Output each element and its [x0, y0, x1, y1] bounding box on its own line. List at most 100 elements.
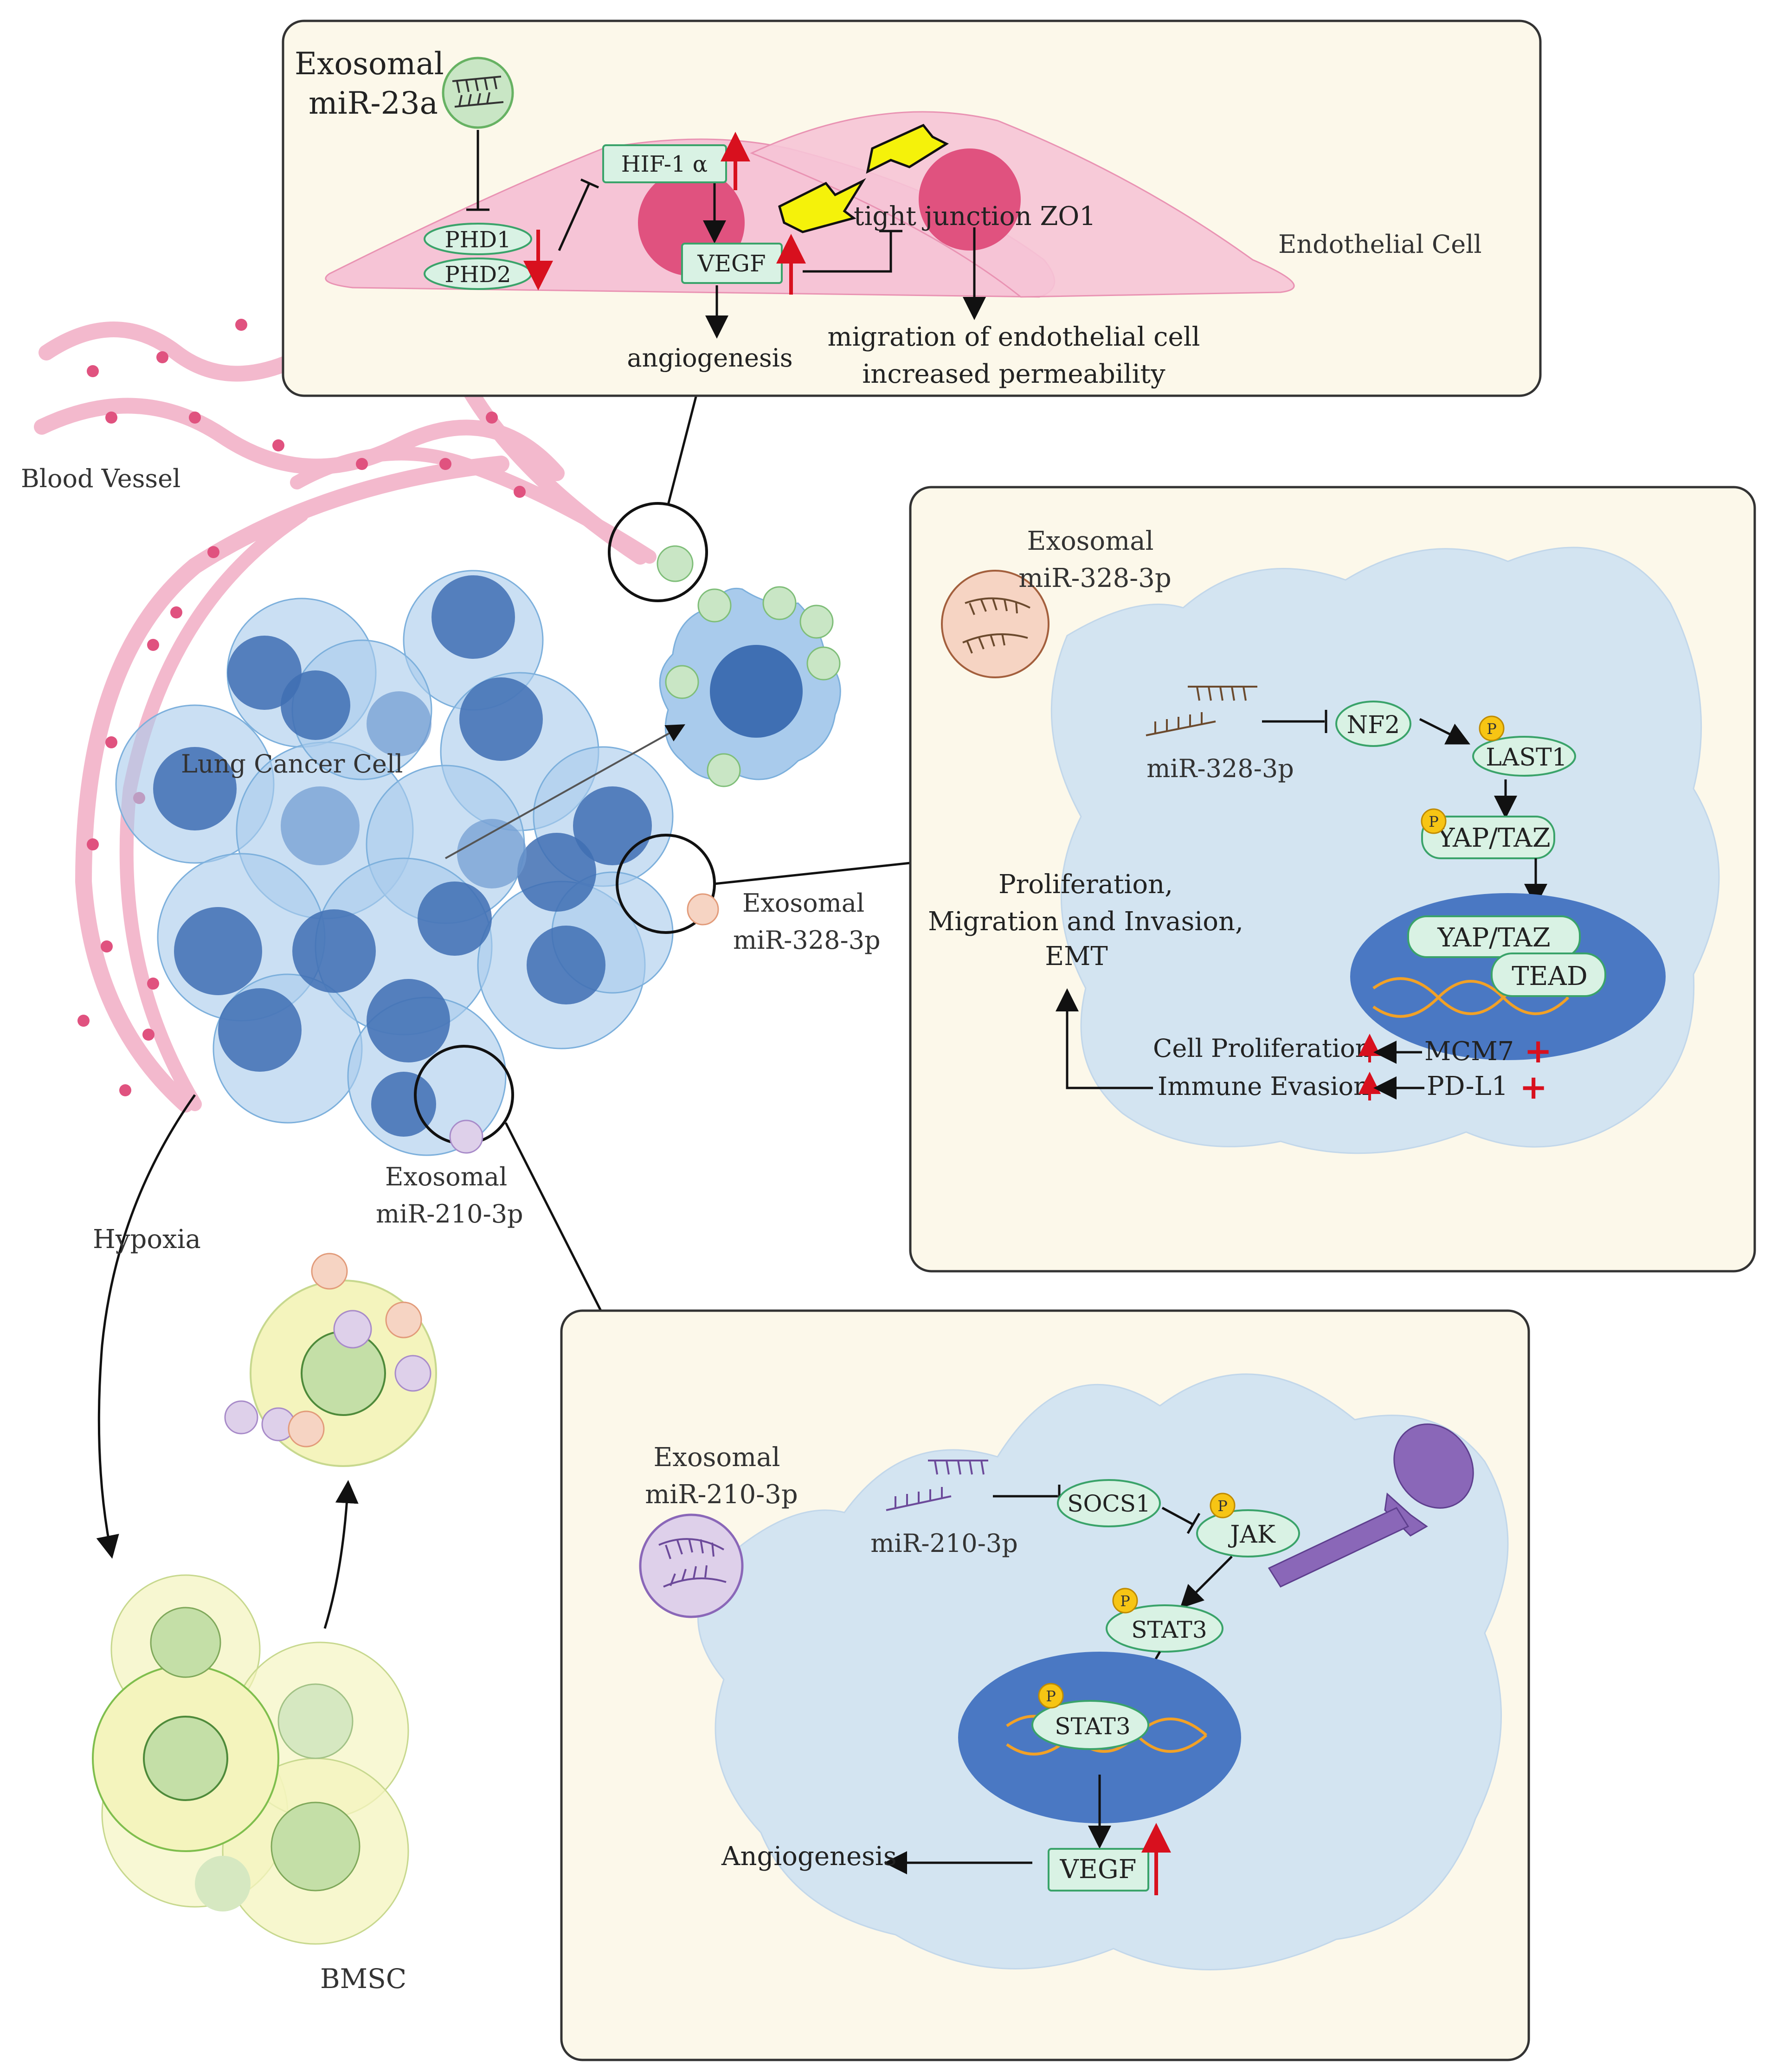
exosome-miR-210-small	[449, 1120, 483, 1154]
zoom-circle-top	[608, 502, 708, 602]
overview-exo-210-line2: miR-210-3p	[376, 1199, 523, 1229]
phosphate-badge-icon-stat3-nuc: P	[1038, 1683, 1064, 1709]
recipient-cancer-cell	[659, 587, 841, 780]
tight-junction-label: tight junction ZO1	[854, 201, 1096, 232]
svg-text:P: P	[1429, 813, 1439, 830]
stat3-label: STAT3	[1131, 1616, 1207, 1643]
exosome-miR-328-icon	[941, 570, 1049, 678]
mirna-328-icon	[1146, 686, 1257, 736]
pdl1-label: PD-L1	[1427, 1071, 1508, 1101]
phd-to-hif-inhibit	[558, 182, 591, 251]
cell-proliferation-label: Cell Proliferation	[1153, 1034, 1371, 1063]
svg-text:P: P	[1217, 1497, 1228, 1515]
phosphate-badge-icon-yap: P	[1421, 808, 1447, 834]
exosome-miR-328-small	[687, 893, 719, 926]
immune-to-outcome-arrow	[1056, 988, 1153, 1089]
phosphate-badge-icon-stat3: P	[1112, 1588, 1138, 1614]
bmsc-secretion-arrow	[323, 1480, 359, 1629]
bmsc-cluster	[92, 1574, 409, 1945]
phd1-label: PHD1	[444, 227, 511, 253]
panel-bot-exo-line1: Exosomal	[653, 1442, 780, 1473]
mid-recipient-cell	[1050, 547, 1720, 1154]
socs1-inhibit-bar	[1186, 1512, 1201, 1534]
lung-cancer-cell-label: Lung Cancer Cell	[181, 749, 403, 779]
nf2-label: NF2	[1347, 711, 1400, 739]
zoom-connector-top	[667, 396, 697, 505]
socs1-label: SOCS1	[1067, 1490, 1151, 1517]
phosphate-badge-icon-last1: P	[1479, 715, 1505, 741]
panel-mir210: Exosomal miR-210-3p miR-210-3p SOCS1 JAK…	[560, 1309, 1530, 2061]
blood-vessel-label: Blood Vessel	[21, 464, 180, 493]
socs1-node: SOCS1	[1057, 1479, 1161, 1527]
phd-to-hif-bar	[580, 178, 599, 189]
mirna-210-icon	[886, 1460, 988, 1511]
vegf-node-bottom: VEGF	[1048, 1848, 1149, 1892]
hif-node: HIF-1 α	[602, 144, 727, 183]
yap-taz-nuclear-label: YAP/TAZ	[1437, 923, 1550, 953]
endothelial-cell-label: Endothelial Cell	[1278, 230, 1482, 259]
migration-label-line1: migration of endothelial cell	[828, 322, 1200, 352]
yap-taz-label: YAP/TAZ	[1437, 823, 1550, 853]
overview-exo-328-line2: miR-328-3p	[733, 926, 881, 955]
jak-label: JAK	[1228, 1521, 1275, 1549]
immune-evasion-label: Immune Evasion	[1158, 1072, 1370, 1101]
nf2-node: NF2	[1335, 701, 1411, 747]
jak-to-stat3-arrow	[1179, 1556, 1233, 1609]
yap-taz-nuclear-node: YAP/TAZ	[1407, 915, 1581, 958]
phd2-node: PHD2	[424, 257, 532, 290]
outcome-line2: Migration and Invasion,	[928, 907, 1243, 937]
panel-top-exo-line2: miR-23a	[309, 85, 438, 121]
endothelial-nucleus-2	[919, 148, 1021, 251]
hif-label: HIF-1 α	[621, 151, 708, 177]
vegf-label-bottom: VEGF	[1060, 1854, 1137, 1885]
exosome-transfer-arrow	[445, 724, 685, 859]
secreting-bmsc	[224, 1253, 437, 1467]
svg-text:P: P	[1120, 1592, 1130, 1610]
nf2-to-last1-arrow	[1419, 718, 1470, 745]
bmsc-label: BMSC	[320, 1963, 406, 1995]
last1-node: LAST1	[1472, 736, 1576, 777]
tight-junction-disruption-icon	[778, 123, 949, 233]
blood-vessel-2	[34, 398, 565, 481]
svg-text:P: P	[1046, 1687, 1056, 1705]
phd2-label: PHD2	[444, 262, 511, 288]
hypoxia-arrow	[96, 1094, 196, 1559]
hypoxia-label: Hypoxia	[93, 1224, 201, 1255]
mirna-328-label: miR-328-3p	[1146, 754, 1294, 783]
blood-vessel-4	[75, 456, 509, 1113]
tead-node: TEAD	[1491, 952, 1606, 997]
stat3-node: STAT3	[1106, 1604, 1223, 1653]
migration-label-line2: increased permeability	[862, 359, 1165, 389]
exosome-miR-23a-icon	[442, 57, 514, 129]
last1-label: LAST1	[1486, 744, 1567, 772]
jak-node: JAK	[1196, 1509, 1300, 1557]
phd1-node: PHD1	[424, 223, 532, 255]
yap-taz-node: YAP/TAZ	[1421, 816, 1555, 859]
mcm7-label: MCM7	[1424, 1036, 1514, 1067]
mirna-210-label: miR-210-3p	[870, 1529, 1018, 1558]
zoom-connector-mid	[714, 862, 911, 885]
tumor-cluster	[115, 570, 674, 1156]
panel-top-exo-line1: Exosomal	[295, 46, 444, 82]
panel-mir328: Exosomal miR-328-3p miR-328-3p NF2 LAST1…	[909, 486, 1756, 1273]
vegf-label-top: VEGF	[697, 250, 766, 277]
exosome-miR-210-icon	[639, 1513, 744, 1618]
socs1-inhibit-jak	[1161, 1506, 1193, 1525]
vegf-to-zo1-inhibit	[803, 232, 892, 273]
panel-endothelial: Exosomal miR-23a PHD1 PHD2 HIF-1 α VEGF	[282, 19, 1542, 397]
angiogenesis-label-bottom: Angiogenesis	[721, 1841, 897, 1872]
receptor-icon	[1268, 1423, 1474, 1588]
stat3-nuclear-label: STAT3	[1055, 1713, 1130, 1740]
upregulation-plus-icon-pdl1: +	[1519, 1067, 1547, 1107]
zoom-connector-bottom	[504, 1122, 602, 1312]
panel-bot-exo-line2: miR-210-3p	[645, 1480, 798, 1510]
green-exosome-group	[657, 545, 841, 787]
tead-label: TEAD	[1512, 961, 1588, 991]
svg-text:P: P	[1487, 720, 1497, 738]
phosphate-badge-icon-jak: P	[1210, 1493, 1236, 1519]
panel-mid-exo-line2: miR-328-3p	[1018, 563, 1171, 593]
outcome-line3: EMT	[1045, 941, 1108, 972]
angiogenesis-label-top: angiogenesis	[627, 343, 792, 373]
stat3-nuclear-node: STAT3	[1031, 1700, 1149, 1750]
